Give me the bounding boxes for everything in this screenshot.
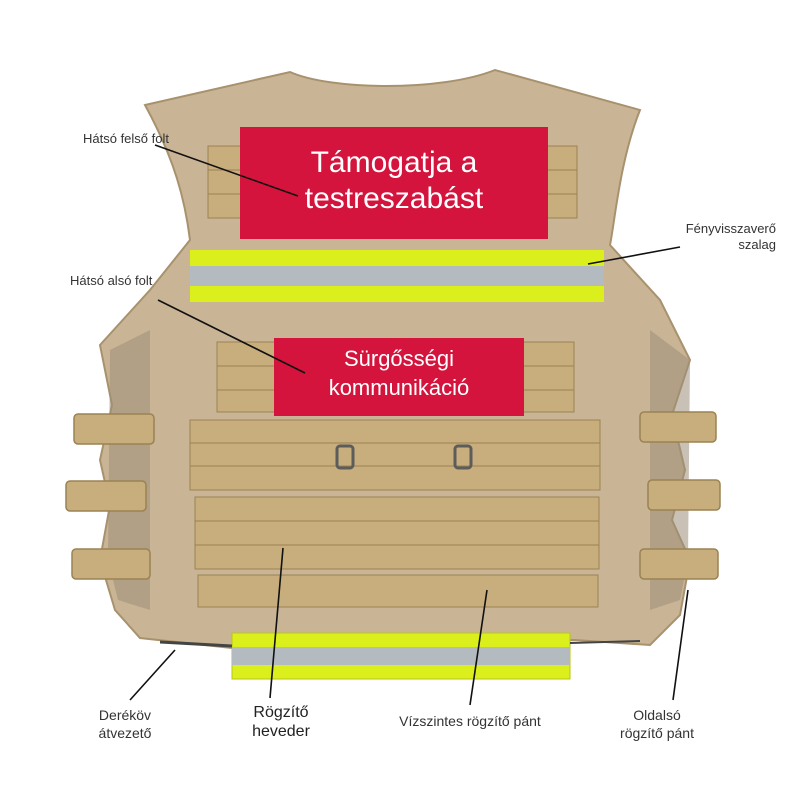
callout-reflective-line2: szalag bbox=[738, 237, 776, 252]
leader-upper-patch bbox=[154, 144, 299, 197]
upper-patch-text: Támogatja a testreszabást bbox=[240, 145, 548, 217]
callout-upper-patch: Hátsó felső folt bbox=[83, 131, 169, 146]
upper-webbing-right bbox=[544, 145, 578, 219]
callout-fixing-strap-line2: heveder bbox=[252, 723, 310, 740]
upper-patch-line2: testreszabást bbox=[304, 182, 484, 215]
lower-patch-line2: kommunikáció bbox=[328, 375, 470, 400]
upper-patch-line1: Támogatja a bbox=[310, 146, 478, 179]
callout-lower-patch: Hátsó alsó folt bbox=[70, 273, 153, 288]
callout-belt-loop: Deréköv átvezető bbox=[70, 706, 180, 742]
belt-loop-slit bbox=[159, 640, 233, 648]
lower-patch-text: Sürgősségi kommunikáció bbox=[274, 344, 524, 402]
upper-webbing-left bbox=[207, 145, 245, 219]
d-ring-right bbox=[453, 444, 473, 470]
callout-side-strap-line2: rögzítő pánt bbox=[620, 725, 694, 741]
lower-patch bbox=[274, 338, 524, 416]
side-mesh-left bbox=[108, 330, 150, 610]
d-ring-left bbox=[335, 444, 355, 470]
leader-reflective bbox=[587, 246, 681, 265]
side-mesh-right bbox=[650, 330, 690, 610]
callout-side-strap: Oldalsó rögzítő pánt bbox=[592, 706, 722, 742]
leader-belt-loop bbox=[129, 649, 176, 701]
leader-horizontal bbox=[469, 589, 488, 706]
leader-fixing-strap bbox=[269, 547, 284, 699]
lower-patch-line1: Sürgősségi bbox=[343, 346, 455, 371]
molle-panel bbox=[189, 419, 601, 608]
upper-patch bbox=[240, 127, 548, 239]
callout-fixing-strap-line1: Rögzítő bbox=[253, 704, 309, 721]
callout-side-strap-line1: Oldalsó bbox=[633, 707, 681, 723]
callout-belt-loop-line2: átvezető bbox=[98, 725, 152, 741]
callout-fixing-strap: Rögzítő heveder bbox=[226, 703, 336, 741]
mid-webbing-left bbox=[216, 341, 276, 413]
mid-webbing-right bbox=[521, 341, 575, 413]
callout-horizontal-strap: Vízszintes rögzítő pánt bbox=[399, 713, 541, 729]
side-loops-right bbox=[639, 411, 721, 580]
leader-side-strap bbox=[672, 589, 689, 701]
side-loops-left bbox=[65, 413, 155, 580]
leader-lower-patch bbox=[157, 299, 306, 374]
callout-reflective-line1: Fényvisszaverő bbox=[685, 221, 776, 236]
callout-reflective-tape: Fényvisszaverő szalag bbox=[640, 221, 776, 253]
callout-belt-loop-line1: Deréköv bbox=[98, 707, 152, 723]
